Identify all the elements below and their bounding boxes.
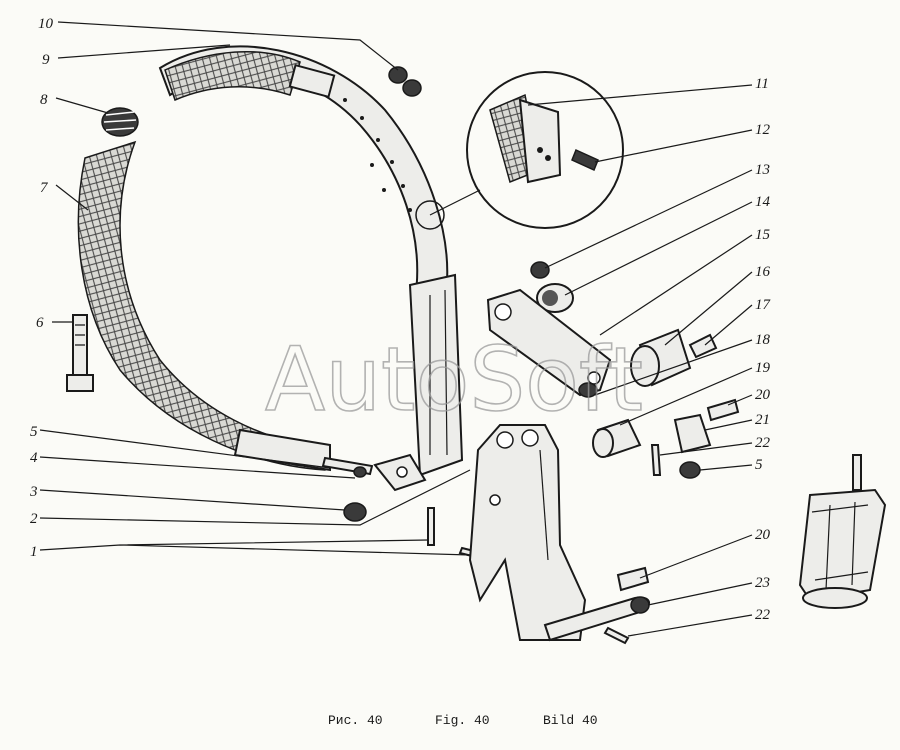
part-labels: 10 9 8 7 6 5 4 3 2 1 11 12 13 14 15 16 1… <box>29 16 772 623</box>
figure-caption: Рис. 40 Fig. 40 Bild 40 <box>328 713 598 728</box>
nut-part-13 <box>530 261 550 279</box>
label-12: 12 <box>755 122 771 138</box>
pin-part-22b <box>603 626 630 645</box>
clamp-part-21 <box>673 413 712 454</box>
caption-en: Fig. 40 <box>435 713 490 728</box>
label-15: 15 <box>755 227 771 243</box>
label-10: 10 <box>38 16 54 32</box>
label-21: 21 <box>755 412 770 428</box>
band-bracket <box>408 273 464 477</box>
label-5-left: 5 <box>30 424 38 440</box>
label-9: 9 <box>42 52 50 68</box>
caption-de: Bild 40 <box>543 713 598 728</box>
inset-detail <box>415 71 624 230</box>
caption-ru: Рис. 40 <box>328 713 383 728</box>
cylinder-part-16 <box>630 328 692 387</box>
spring-part-8 <box>101 107 139 137</box>
bolt-part-20a <box>706 398 740 422</box>
label-1: 1 <box>30 544 38 560</box>
label-3: 3 <box>29 484 38 500</box>
band-rivets <box>343 98 412 212</box>
label-13: 13 <box>755 162 770 178</box>
nuts-part-10 <box>388 66 422 97</box>
label-16: 16 <box>755 264 771 280</box>
label-8: 8 <box>40 92 48 108</box>
label-19: 19 <box>755 360 771 376</box>
label-2: 2 <box>30 511 38 527</box>
label-14: 14 <box>755 194 771 210</box>
bushing-part-14 <box>536 283 574 313</box>
label-6: 6 <box>36 315 44 331</box>
label-23: 23 <box>755 575 770 591</box>
label-22-upper: 22 <box>755 435 771 451</box>
nut-part-5b <box>679 461 701 479</box>
brake-band <box>77 45 464 492</box>
label-22-lower: 22 <box>755 607 771 623</box>
label-11: 11 <box>755 76 769 92</box>
nut-part-3 <box>343 502 367 522</box>
watermark: AutoSoft <box>265 328 643 431</box>
brake-chamber <box>798 454 887 609</box>
lever-part-15 <box>486 288 612 397</box>
leader-lines <box>39 21 753 637</box>
label-17: 17 <box>755 297 772 313</box>
pin-part-2 <box>427 507 435 546</box>
washer-part-23 <box>630 596 650 614</box>
label-5-right: 5 <box>755 457 763 473</box>
label-4: 4 <box>30 450 38 466</box>
pin-part-19 <box>592 418 642 458</box>
label-18: 18 <box>755 332 771 348</box>
label-20-upper: 20 <box>755 387 771 403</box>
label-7: 7 <box>40 180 49 196</box>
bolt-part-6 <box>66 314 94 392</box>
bolt-part-20b <box>616 566 650 592</box>
mounting-bracket <box>468 424 587 641</box>
washer-part-18 <box>578 382 598 398</box>
label-20-lower: 20 <box>755 527 771 543</box>
pin-part-22a <box>650 444 662 476</box>
